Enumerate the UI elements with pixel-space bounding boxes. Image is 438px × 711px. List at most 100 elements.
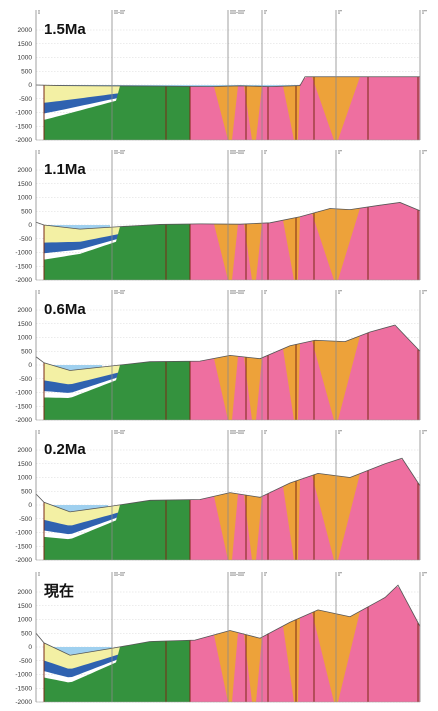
topography-profile — [35, 202, 421, 230]
section-marker-label: III-III' — [230, 150, 245, 156]
sediment-blue — [44, 233, 120, 254]
section-marker-label: I'' — [338, 430, 342, 436]
period-label: 0.6Ma — [44, 301, 86, 318]
section-marker-label: I''' — [422, 10, 427, 16]
sediment-blue — [44, 93, 120, 114]
depth-tick-label: 2000 — [18, 589, 33, 596]
section-marker-label: II-II' — [114, 10, 125, 16]
depth-tick-label: -1000 — [15, 390, 32, 397]
depth-tick-label: -1000 — [15, 250, 32, 257]
period-label: 1.1Ma — [44, 161, 86, 178]
pink-unit — [190, 325, 420, 420]
section-marker-label: I'' — [338, 572, 342, 578]
orange-unit — [214, 492, 238, 560]
depth-tick-label: 1500 — [18, 321, 33, 328]
green-unit — [44, 499, 190, 560]
depth-tick-label: -1500 — [15, 685, 32, 692]
depth-tick-label: 500 — [21, 68, 32, 75]
depth-tick-label: -2000 — [15, 417, 32, 424]
section-marker-label: I'' — [338, 290, 342, 296]
depth-tick-label: 500 — [21, 348, 32, 355]
section-marker-label: II-II' — [114, 290, 125, 296]
sediment-blue — [44, 654, 120, 678]
orange-unit — [214, 85, 238, 140]
sea-water — [44, 647, 112, 655]
depth-tick-label: -2000 — [15, 277, 32, 284]
depth-tick-label: 0 — [28, 502, 32, 509]
depth-tick-label: -1500 — [15, 403, 32, 410]
depth-tick-label: -2000 — [15, 699, 32, 706]
depth-tick-label: 1000 — [18, 195, 33, 202]
depth-tick-label: 1500 — [18, 41, 33, 48]
depth-tick-label: -500 — [19, 376, 32, 383]
depth-tick-label: 0 — [28, 644, 32, 651]
depth-tick-label: -1500 — [15, 543, 32, 550]
depth-tick-label: -2000 — [15, 137, 32, 144]
section-marker-label: I — [38, 430, 40, 436]
pink-unit — [190, 458, 420, 560]
depth-tick-label: 2000 — [18, 447, 33, 454]
topography-profile — [35, 76, 420, 88]
green-unit — [44, 361, 190, 420]
section-marker-label: III-III' — [230, 572, 245, 578]
sediment-yellow — [44, 502, 120, 528]
period-label: 現在 — [44, 582, 74, 600]
section-marker-label: I''' — [422, 290, 427, 296]
section-marker-label: I — [38, 10, 40, 16]
depth-tick-label: -500 — [19, 658, 32, 665]
section-marker-label: III-III' — [230, 290, 245, 296]
sediment-yellow — [44, 642, 120, 672]
sea-water — [44, 85, 300, 87]
section-marker-label: I''' — [422, 430, 427, 436]
depth-tick-label: 0 — [28, 222, 32, 229]
orange-unit — [244, 85, 262, 140]
depth-tick-label: 1500 — [18, 181, 33, 188]
section-marker-label: I''' — [422, 572, 427, 578]
section-marker-label: I''' — [422, 150, 427, 156]
orange-unit — [244, 634, 262, 702]
section-marker-label: I' — [264, 290, 267, 296]
depth-tick-label: 1000 — [18, 335, 33, 342]
green-unit — [44, 85, 190, 140]
section-marker-label: I — [38, 290, 40, 296]
depth-tick-label: -1500 — [15, 123, 32, 130]
depth-tick-label: 500 — [21, 488, 32, 495]
depth-tick-label: 1000 — [18, 475, 33, 482]
section-marker-label: I'' — [338, 150, 342, 156]
section-marker-label: III-III' — [230, 10, 245, 16]
depth-tick-label: -2000 — [15, 557, 32, 564]
orange-unit — [214, 223, 238, 280]
topography-profile — [35, 324, 421, 371]
pink-unit — [190, 202, 420, 280]
depth-tick-label: -500 — [19, 236, 32, 243]
sea-water — [44, 505, 108, 512]
depth-tick-label: 1500 — [18, 461, 33, 468]
orange-unit — [214, 355, 238, 420]
topography-profile — [35, 584, 421, 656]
period-label: 1.5Ma — [44, 21, 86, 38]
sediment-blue — [44, 512, 120, 535]
depth-tick-label: 500 — [21, 630, 32, 637]
section-marker-label: II-II' — [114, 150, 125, 156]
depth-tick-label: -500 — [19, 96, 32, 103]
depth-tick-label: 1000 — [18, 55, 33, 62]
section-marker-label: III-III' — [230, 430, 245, 436]
section-marker-label: I — [38, 572, 40, 578]
depth-tick-label: 2000 — [18, 307, 33, 314]
depth-tick-label: -1000 — [15, 672, 32, 679]
section-marker-label: I' — [264, 572, 267, 578]
orange-unit — [244, 356, 262, 420]
green-unit — [44, 640, 190, 702]
sediment-blue — [44, 372, 120, 393]
depth-tick-label: -1000 — [15, 110, 32, 117]
depth-tick-label: -1500 — [15, 263, 32, 270]
depth-tick-label: 2000 — [18, 167, 33, 174]
